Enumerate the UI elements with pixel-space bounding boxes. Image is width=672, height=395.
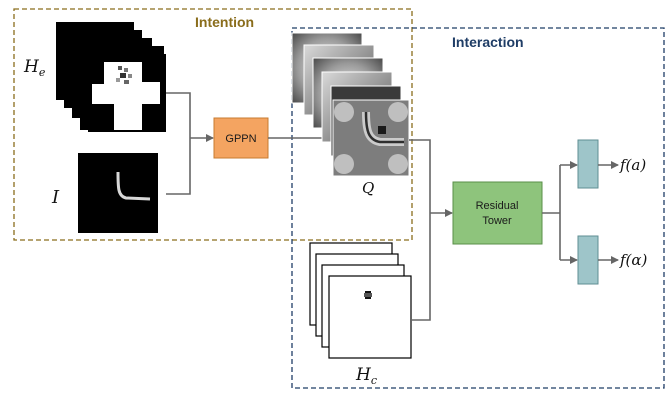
- head-top-node: [577, 139, 599, 189]
- q-map-front: [332, 99, 410, 177]
- head-bottom-box: [577, 235, 599, 285]
- he-to-gppn-line: [166, 92, 191, 195]
- residual-tower-node: Residual Tower: [452, 181, 543, 245]
- he-symbol: He: [23, 57, 46, 79]
- connectors-to-heads: [542, 161, 578, 264]
- connectors-to-gppn: [166, 92, 214, 195]
- gppn-box: [213, 117, 269, 159]
- head-bottom-node: [577, 235, 599, 285]
- interaction-border: [291, 27, 665, 389]
- q-hc-to-residual-line: [409, 139, 431, 321]
- q-map-stack: Q: [291, 32, 410, 197]
- residual-tower-box: [452, 181, 543, 245]
- intention-border: [13, 8, 413, 241]
- hc-map-front: [328, 275, 412, 359]
- f-alpha-label: f(α): [619, 251, 648, 269]
- residual-tower-label-line2: Tower: [482, 215, 512, 227]
- hc-map-stack: Hc: [309, 242, 412, 387]
- interaction-label: Interaction: [452, 34, 524, 50]
- he-map-front: [88, 54, 166, 132]
- he-map-stack: He: [23, 22, 166, 132]
- i-map: I: [51, 153, 158, 233]
- head-top-box: [577, 139, 599, 189]
- interaction-section: Interaction: [291, 27, 665, 389]
- intention-label: Intention: [195, 14, 254, 30]
- gppn-node: GPPN: [213, 117, 269, 159]
- connectors-to-residual: [409, 139, 453, 321]
- f-a-label: f(a): [619, 156, 646, 174]
- residual-tower-label-line1: Residual: [476, 200, 519, 212]
- intention-section: Intention: [13, 8, 413, 241]
- q-symbol: Q: [362, 179, 374, 197]
- i-symbol: I: [51, 187, 60, 208]
- hc-symbol: Hc: [355, 365, 377, 387]
- gppn-label: GPPN: [225, 133, 256, 145]
